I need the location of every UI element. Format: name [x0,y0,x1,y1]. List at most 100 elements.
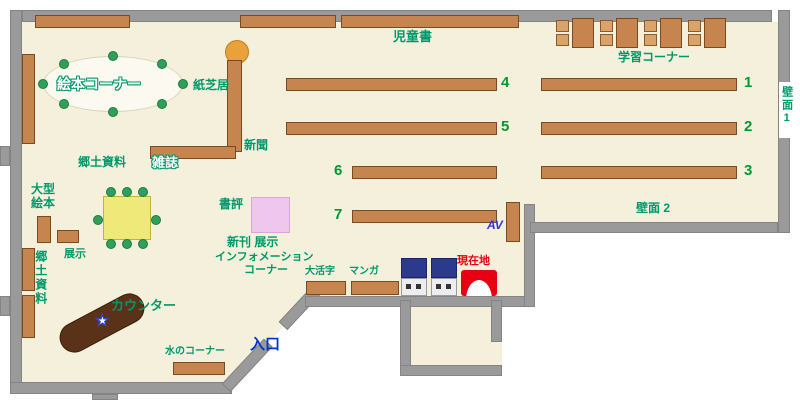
label-magazines: 雑誌 [152,155,179,170]
wall-stub-south [92,394,118,400]
desk-chair [644,20,657,32]
current-location-marker [461,270,497,296]
chair-dot [122,239,132,249]
shelf-number-5: 5 [501,118,510,135]
desk-chair [600,20,613,32]
shelf-top-1 [35,15,130,28]
shelf-row-5 [286,122,497,135]
opac-terminal-1 [401,258,427,296]
label-local-materials-top: 郷土資料 [78,155,127,169]
shelf-kamishibai [227,60,242,152]
shelf-west-2 [22,248,35,291]
desk-chair [688,20,701,32]
chair-dot [138,239,148,249]
shelf-exhibit [57,230,79,243]
label-kamishibai: 紙芝居 [193,78,230,92]
chair-dot [106,187,116,197]
terminal-knob [406,284,411,289]
chair-dot [38,79,48,89]
wall-vestibule-south [400,365,502,376]
label-information-line2: コーナー [244,264,288,276]
label-wall-face-2: 壁面 2 [636,201,671,215]
terminal-base [431,278,457,296]
shelf-row-1 [541,78,737,91]
chair-dot [59,59,69,69]
terminal-base [401,278,427,296]
chair-dot [151,215,161,225]
wall-vestibule-east [491,300,502,342]
shelf-row-6 [352,166,497,179]
shelf-number-4: 4 [501,74,510,91]
chair-dot [122,187,132,197]
desk-table [572,18,594,48]
label-counter: カウンター [111,298,177,313]
star-inner-icon: ★ [98,316,107,327]
new-books-display-stand [251,197,290,233]
shelf-number-7: 7 [334,206,343,223]
star-icon: ★ [93,310,111,332]
shelf-number-2: 2 [744,118,753,135]
shelf-top-2 [240,15,336,28]
wall-center-divider [524,204,535,307]
chair-dot [157,59,167,69]
label-book-reviews: 書評 [219,197,244,211]
label-information-line1: インフォメーション [215,251,314,263]
label-large-picture-books-line1: 大型 [31,182,56,196]
desk-chair [600,34,613,46]
desk-table [704,18,726,48]
shelf-number-3: 3 [744,162,753,179]
study-desk-1 [556,18,594,48]
desk-table [616,18,638,48]
shelf-west-1 [22,54,35,144]
marker-arc [466,280,492,296]
floor-vestibule [400,296,502,371]
wall-stub-west-2 [0,296,10,316]
shelf-large-picture-books [37,216,51,243]
desk-table [660,18,682,48]
label-new-books-exhibit: 新刊 展示 [227,235,279,249]
chair-dot [157,99,167,109]
label-current-location: 現在地 [457,255,490,267]
label-large-print: 大活字 [305,266,335,277]
wall-south-west [10,382,232,394]
shelf-row-4 [286,78,497,91]
terminal-knob [416,284,421,289]
label-water-corner: 水のコーナー [165,346,225,357]
label-large-picture-books-line2: 絵本 [31,195,56,210]
shelf-manga [351,281,399,295]
label-study-corner: 学習コーナー [618,50,691,64]
label-entrance: 入口 [250,336,281,353]
desk-chair [556,20,569,32]
shelf-row-2 [541,122,737,135]
shelf-number-6: 6 [334,162,343,179]
label-local-materials-left: 郷土資料 [33,250,48,306]
label-av: AV [487,218,503,232]
terminal-knob [446,284,451,289]
label-manga: マンガ [349,266,379,277]
chair-dot [108,107,118,117]
chair-dot [138,187,148,197]
terminal-screen [401,258,427,278]
wall-west [10,10,22,394]
label-newspaper: 新聞 [244,138,269,152]
shelf-av [506,202,520,242]
chair-dot [59,99,69,109]
desk-chair [688,34,701,46]
study-desk-3 [644,18,682,48]
shelf-number-1: 1 [744,74,753,91]
shelf-large-print [306,281,346,295]
terminal-knob [436,284,441,289]
shelf-row-7 [352,210,497,223]
desk-chair [644,34,657,46]
chair-dot [108,51,118,61]
label-wall-face-1: 壁面1 [780,86,793,126]
study-desk-2 [600,18,638,48]
label-childrens-books: 児童書 [393,29,433,44]
shelf-row-3 [541,166,737,179]
study-desk-4 [688,18,726,48]
reading-table [103,196,151,240]
label-picture-book-corner: 絵本コーナー [57,76,141,92]
chair-dot [106,239,116,249]
wall1-notch [779,82,795,138]
